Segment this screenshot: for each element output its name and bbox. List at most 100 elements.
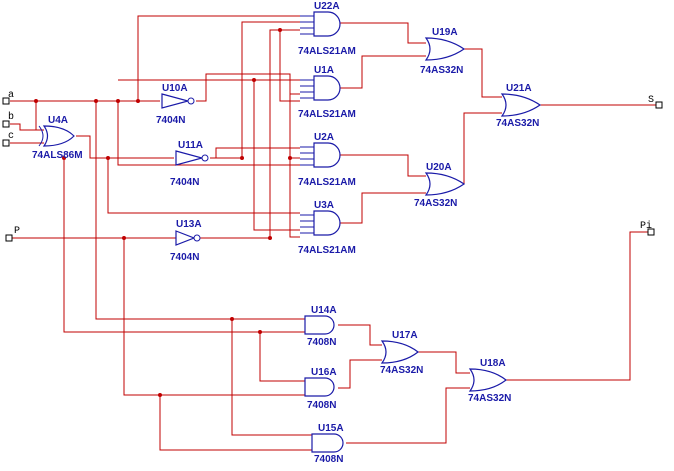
- gate-u14[interactable]: U14A 7408N: [304, 305, 337, 348]
- gate-part-label: 74ALS21AM: [298, 46, 356, 57]
- wire-u17-u18: [418, 351, 470, 374]
- gate-u19[interactable]: U19A 74AS32N: [420, 27, 466, 76]
- gate-u15[interactable]: U15A 7408N: [311, 423, 344, 465]
- or-gate-symbol: [380, 340, 419, 364]
- xor-input-arc: [38, 125, 44, 147]
- inverter-symbol: [161, 93, 191, 109]
- inverter-symbol: [175, 230, 196, 246]
- and-gate-symbol: [311, 433, 344, 453]
- wire-p-u16: [123, 238, 305, 396]
- wire-u3-b: [253, 80, 300, 231]
- input-port-p[interactable]: [5, 234, 13, 242]
- gate-pins: [300, 214, 314, 234]
- junction-dot: [258, 330, 262, 334]
- gate-part-label: 7408N: [307, 337, 336, 348]
- wire-u19-u21: [464, 48, 502, 98]
- gate-part-label: 74AS32N: [496, 118, 539, 129]
- wire-b: [10, 123, 44, 131]
- wire-a-u14: [95, 101, 305, 320]
- gate-part-label: 74AS32N: [380, 365, 423, 376]
- input-label-a: a: [8, 90, 14, 101]
- gate-u3[interactable]: U3A 74ALS21AM: [298, 200, 356, 256]
- wire-u1-c: [279, 30, 300, 102]
- gate-part-label: 74ALS21AM: [298, 177, 356, 188]
- input-port-a[interactable]: [2, 97, 10, 105]
- wire-p-u15: [159, 395, 312, 451]
- and-gate-symbol: [313, 75, 341, 101]
- gate-u4[interactable]: U4A 74ALS86M: [32, 115, 83, 161]
- gate-part-label: 7404N: [170, 252, 199, 263]
- junction-dot: [106, 156, 110, 160]
- junction-dot: [158, 393, 162, 397]
- and-gate-symbol: [304, 315, 335, 335]
- gate-u11[interactable]: U11A 7404N: [170, 140, 209, 188]
- wire-u14-u17: [338, 324, 382, 346]
- gate-ref-label: U4A: [48, 115, 68, 126]
- xor-gate-symbol: [42, 125, 75, 147]
- output-port-pi[interactable]: [647, 228, 655, 236]
- junction-dot: [230, 317, 234, 321]
- junction-dot: [34, 99, 38, 103]
- gate-u2[interactable]: U2A 74ALS21AM: [298, 132, 356, 188]
- output-ports: S Pi: [640, 95, 663, 236]
- gate-part-label: 74ALS21AM: [298, 109, 356, 120]
- input-port-c[interactable]: [2, 139, 10, 147]
- input-port-b[interactable]: [2, 120, 10, 128]
- wire-u2-u20: [340, 154, 426, 177]
- gate-ref-label: U18A: [480, 358, 506, 369]
- wire-u10-out: [196, 73, 300, 102]
- gate-ref-label: U22A: [314, 1, 340, 12]
- gate-u16[interactable]: U16A 7408N: [304, 367, 337, 411]
- junction-dot: [252, 78, 256, 82]
- gate-part-label: 7408N: [314, 454, 343, 465]
- wire-u3-c: [289, 158, 300, 238]
- gate-u17[interactable]: U17A 74AS32N: [380, 330, 423, 376]
- wire-u15-u18: [346, 387, 470, 444]
- gate-part-label: 7408N: [307, 400, 336, 411]
- wire-u4-u3: [107, 158, 300, 214]
- gate-pins: [300, 146, 314, 166]
- wire-u4-out: [76, 135, 174, 159]
- gate-ref-label: U3A: [314, 200, 334, 211]
- gate-ref-label: U11A: [178, 140, 203, 151]
- junction-dot: [278, 28, 282, 32]
- or-gate-symbol: [424, 172, 466, 196]
- wire-u3-u20: [340, 192, 426, 224]
- gate-part-label: 7404N: [170, 177, 199, 188]
- inverter-bubble: [201, 154, 209, 162]
- and-gate-symbol: [304, 377, 335, 397]
- gate-ref-label: U2A: [314, 132, 334, 143]
- gate-ref-label: U13A: [176, 219, 202, 230]
- or-gate-symbol: [500, 93, 542, 117]
- input-ports: a b c P: [2, 90, 20, 242]
- gate-pins: [300, 15, 314, 35]
- gate-u22[interactable]: U22A 74ALS21AM: [298, 1, 356, 57]
- input-label-c: c: [8, 131, 14, 142]
- output-label-pi: Pi: [640, 220, 652, 232]
- gate-u1[interactable]: U1A 74ALS21AM: [298, 65, 356, 120]
- gate-part-label: 74AS32N: [420, 65, 463, 76]
- gate-part-label: 74ALS86M: [32, 150, 83, 161]
- inverter-bubble: [193, 234, 201, 242]
- junction-dot: [62, 156, 66, 160]
- gate-part-label: 7404N: [156, 115, 185, 126]
- input-label-b: b: [8, 111, 14, 123]
- output-port-s[interactable]: [655, 101, 663, 109]
- wires: [10, 15, 656, 451]
- junction-dot: [122, 236, 126, 240]
- or-gate-symbol: [468, 368, 507, 392]
- gate-u10[interactable]: U10A 7404N: [156, 83, 195, 126]
- junction-dot: [288, 156, 292, 160]
- and-gate-symbol: [313, 142, 341, 168]
- junction-dot: [240, 156, 244, 160]
- output-label-s: S: [648, 95, 654, 106]
- gate-u13[interactable]: U13A 7404N: [170, 219, 202, 263]
- gate-u20[interactable]: U20A 74AS32N: [414, 162, 466, 209]
- gate-u18[interactable]: U18A 74AS32N: [468, 358, 511, 404]
- gate-ref-label: U15A: [318, 423, 344, 434]
- wire-u2-b: [215, 147, 300, 158]
- gate-ref-label: U20A: [426, 162, 452, 173]
- gate-u21[interactable]: U21A 74AS32N: [496, 83, 542, 129]
- wire-u16-a: [259, 332, 305, 382]
